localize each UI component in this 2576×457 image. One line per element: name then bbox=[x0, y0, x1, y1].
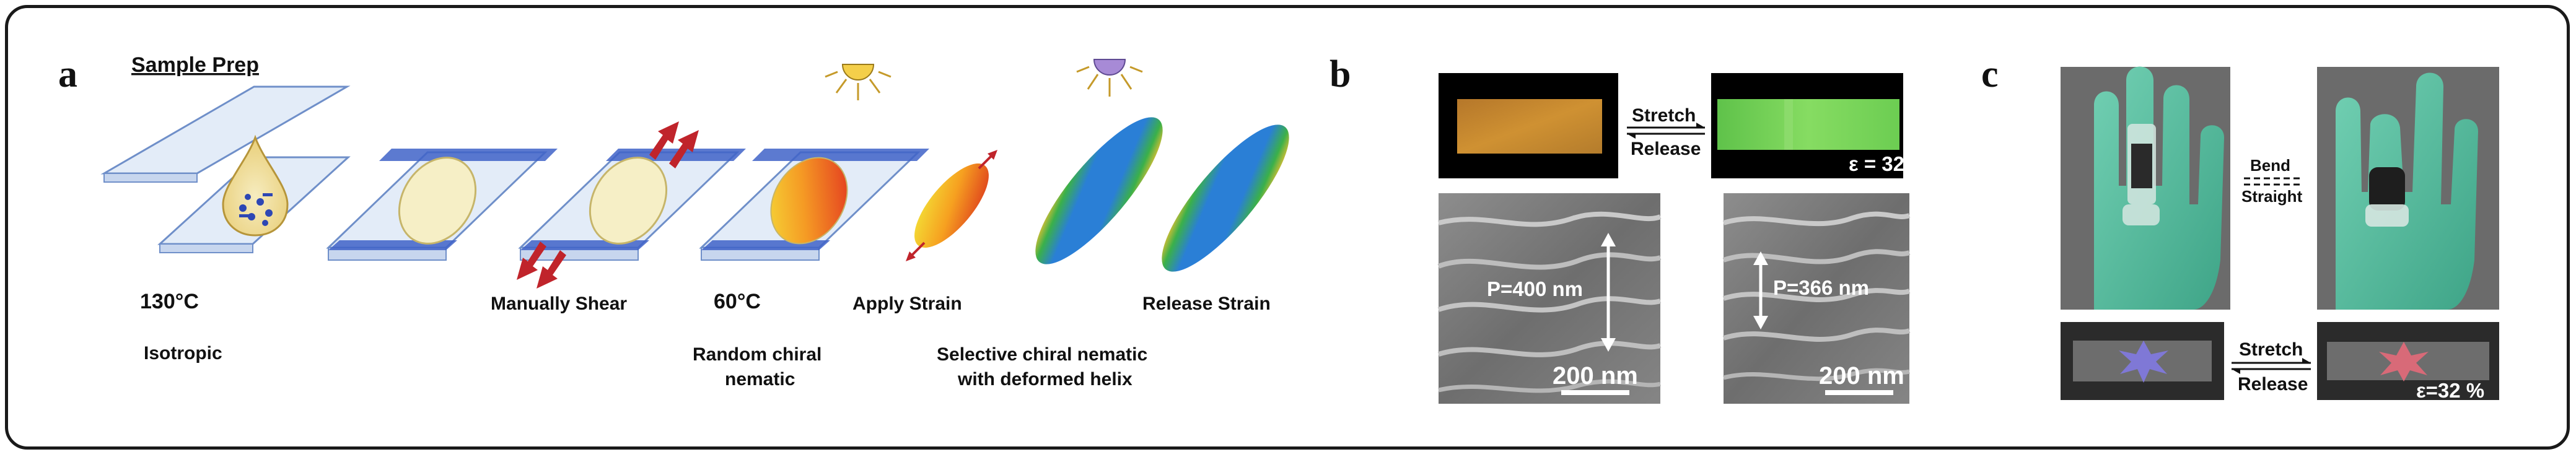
release-label-b: Release bbox=[1631, 139, 1701, 159]
selective-label-line2: with deformed helix bbox=[957, 369, 1132, 390]
selective-label-line1: Selective chiral nematic bbox=[937, 344, 1147, 365]
release-strain-label: Release Strain bbox=[1142, 294, 1271, 314]
stretch-release-arrows-c bbox=[2232, 358, 2311, 374]
film-green-image bbox=[1711, 73, 1903, 178]
deformed-helix-film-1 bbox=[1035, 117, 1163, 264]
shear-arrow-up-icon bbox=[649, 121, 699, 168]
apply-strain-label: Apply Strain bbox=[852, 294, 962, 314]
stretch-release-arrows-b bbox=[1627, 123, 1705, 139]
random-chiral-label-line1: Random chiral bbox=[693, 344, 821, 365]
sem-image-left bbox=[1437, 193, 1662, 404]
panel-a-letter: a bbox=[58, 53, 77, 95]
temp-130-label: 130°C bbox=[140, 290, 199, 313]
scale-right-label: 200 nm bbox=[1819, 362, 1904, 390]
stretch-label-b: Stretch bbox=[1632, 105, 1696, 126]
bend-label: Bend bbox=[2250, 156, 2290, 175]
glove-photo-bent bbox=[2317, 67, 2499, 310]
pitch-left-label: P=400 nm bbox=[1487, 277, 1583, 300]
temp-60-label: 60°C bbox=[714, 290, 761, 313]
random-chiral-label-line2: nematic bbox=[725, 369, 795, 390]
droplet-icon bbox=[222, 134, 289, 237]
step2-sandwich bbox=[326, 149, 558, 261]
stretch-label-c: Stretch bbox=[2239, 339, 2303, 360]
straight-label: Straight bbox=[2241, 187, 2303, 206]
isotropic-label: Isotropic bbox=[144, 343, 222, 363]
lamp-purple-icon bbox=[1076, 59, 1143, 97]
panel-b-letter: b bbox=[1330, 53, 1351, 95]
glove-strain-label: ε=32 % bbox=[2416, 379, 2484, 402]
step4-random-chiral bbox=[699, 149, 929, 261]
sample-prep-title: Sample Prep bbox=[131, 53, 259, 77]
step5-apply-strain bbox=[906, 150, 997, 261]
glove-photo-straight bbox=[2061, 66, 2230, 310]
pattern-film-purple bbox=[2061, 322, 2224, 400]
panel-c-letter: c bbox=[1981, 53, 1999, 95]
pattern-film-red bbox=[2317, 322, 2499, 400]
step1-glass-slides bbox=[100, 85, 351, 253]
sem-image-right bbox=[1722, 193, 1911, 404]
scale-left-label: 200 nm bbox=[1553, 362, 1638, 390]
release-label-c: Release bbox=[2238, 374, 2308, 394]
step3-shear bbox=[517, 121, 746, 289]
strain-arrow-icon bbox=[906, 150, 997, 261]
manually-shear-label: Manually Shear bbox=[491, 294, 627, 314]
figure-frame bbox=[5, 5, 2570, 450]
film-strain-label: ε = 32% bbox=[1849, 152, 1922, 175]
lamp-yellow-icon bbox=[825, 64, 892, 100]
film-orange-image bbox=[1439, 73, 1618, 178]
pitch-right-label: P=366 nm bbox=[1773, 276, 1869, 299]
deformed-helix-film-2 bbox=[1162, 124, 1289, 272]
shear-arrow-down-icon bbox=[517, 242, 566, 289]
